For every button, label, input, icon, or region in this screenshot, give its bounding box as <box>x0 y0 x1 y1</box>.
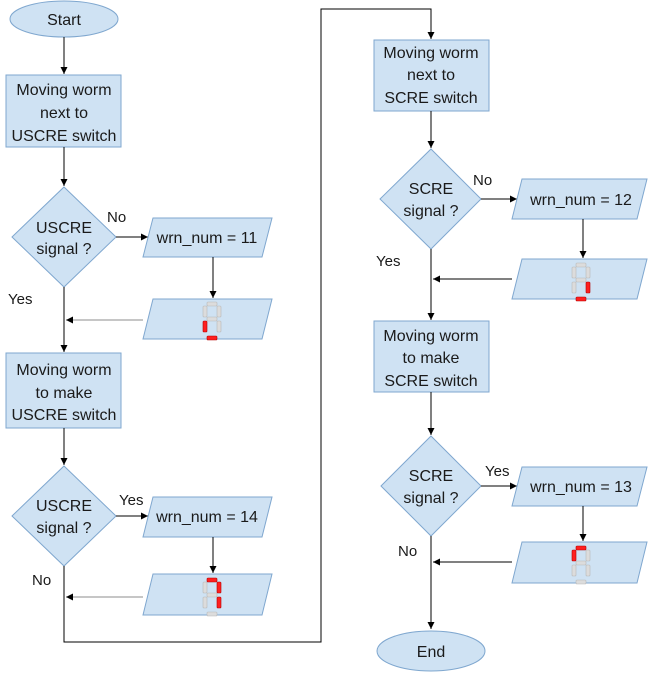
segment-g <box>206 316 218 322</box>
right-decision1-yes-label: Yes <box>376 253 400 270</box>
end-label: End <box>417 644 445 661</box>
segment-g <box>575 560 587 566</box>
left-display1-box <box>142 298 273 341</box>
segment-f <box>202 305 208 318</box>
right-decision2-no-label: No <box>398 543 417 560</box>
right-output1-label: wrn_num = 12 <box>529 192 632 209</box>
right-display1-box <box>511 258 648 302</box>
right-step2-line2: to make <box>403 350 460 367</box>
start-terminal: Start <box>9 0 119 38</box>
right-decision1-line1: SCRE <box>409 181 453 198</box>
right-decision2-line1: SCRE <box>409 468 453 485</box>
left-step1-box: Moving worm next to USCRE switch <box>5 74 122 148</box>
segment-c <box>585 564 591 577</box>
segment-e <box>202 320 208 333</box>
right-decision1: SCRE signal ? <box>379 148 482 250</box>
left-output2: wrn_num = 14 <box>142 496 273 538</box>
start-label: Start <box>47 12 81 29</box>
segment-d <box>206 611 218 617</box>
right-step2-box: Moving worm to make SCRE switch <box>373 320 490 393</box>
segment-c <box>216 596 222 609</box>
segment-a <box>206 301 218 307</box>
seven-segment-display-12 <box>571 262 591 302</box>
right-display2-box <box>511 541 648 585</box>
seven-segment-display-13 <box>571 545 591 585</box>
segment-g <box>206 592 218 598</box>
right-step1-line2: next to <box>407 67 455 84</box>
right-step1-box: Moving worm next to SCRE switch <box>373 39 490 112</box>
segment-d <box>575 579 587 585</box>
segment-a <box>206 577 218 583</box>
right-output1: wrn_num = 12 <box>511 178 648 220</box>
segment-b <box>585 266 591 279</box>
segment-a <box>575 262 587 268</box>
left-decision2: USCRE signal ? <box>11 465 117 567</box>
segment-f <box>571 266 577 279</box>
right-step1-line3: SCRE switch <box>384 90 477 107</box>
left-display2-box <box>142 573 273 617</box>
left-step2-line2: to make <box>36 385 93 402</box>
left-output1: wrn_num = 11 <box>142 217 273 258</box>
left-step1-line3: USCRE switch <box>12 128 117 145</box>
left-decision1: USCRE signal ? <box>11 186 117 288</box>
left-output1-label: wrn_num = 11 <box>156 230 258 247</box>
right-step1-line1: Moving worm <box>383 45 478 62</box>
segment-c <box>216 320 222 333</box>
left-step1-line2: next to <box>40 105 88 122</box>
seven-segment-display-11 <box>202 301 222 341</box>
right-step2-line3: SCRE switch <box>384 373 477 390</box>
left-step2-box: Moving worm to make USCRE switch <box>5 352 122 429</box>
right-output2: wrn_num = 13 <box>511 466 648 507</box>
left-decision2-no-label: No <box>32 572 51 589</box>
left-decision1-no-label: No <box>107 209 126 226</box>
right-decision2-yes-label: Yes <box>485 463 509 480</box>
right-decision1-no-label: No <box>473 172 492 189</box>
end-terminal: End <box>376 630 486 672</box>
left-decision1-line1: USCRE <box>36 220 92 237</box>
left-decision1-line2: signal ? <box>36 241 91 258</box>
right-decision2: SCRE signal ? <box>380 435 482 537</box>
right-step2-line1: Moving worm <box>383 328 478 345</box>
seven-segment-display-14 <box>202 577 222 617</box>
left-output2-label: wrn_num = 14 <box>155 509 258 526</box>
left-step2-line3: USCRE switch <box>12 407 117 424</box>
segment-c <box>585 281 591 294</box>
right-decision1-line2: signal ? <box>403 203 458 220</box>
segment-f <box>202 581 208 594</box>
segment-e <box>202 596 208 609</box>
segment-d <box>575 296 587 302</box>
segment-g <box>575 277 587 283</box>
left-decision2-yes-label: Yes <box>119 492 143 509</box>
right-decision2-line2: signal ? <box>403 490 458 507</box>
right-output2-label: wrn_num = 13 <box>529 479 632 496</box>
segment-f <box>571 549 577 562</box>
segment-a <box>575 545 587 551</box>
left-step2-line1: Moving worm <box>16 362 111 379</box>
left-decision1-yes-label: Yes <box>8 291 32 308</box>
left-decision2-line2: signal ? <box>36 520 91 537</box>
segment-d <box>206 335 218 341</box>
left-decision2-line1: USCRE <box>36 498 92 515</box>
segment-b <box>216 581 222 594</box>
segment-e <box>571 564 577 577</box>
left-step1-line1: Moving worm <box>16 82 111 99</box>
segment-e <box>571 281 577 294</box>
segment-b <box>585 549 591 562</box>
segment-b <box>216 305 222 318</box>
